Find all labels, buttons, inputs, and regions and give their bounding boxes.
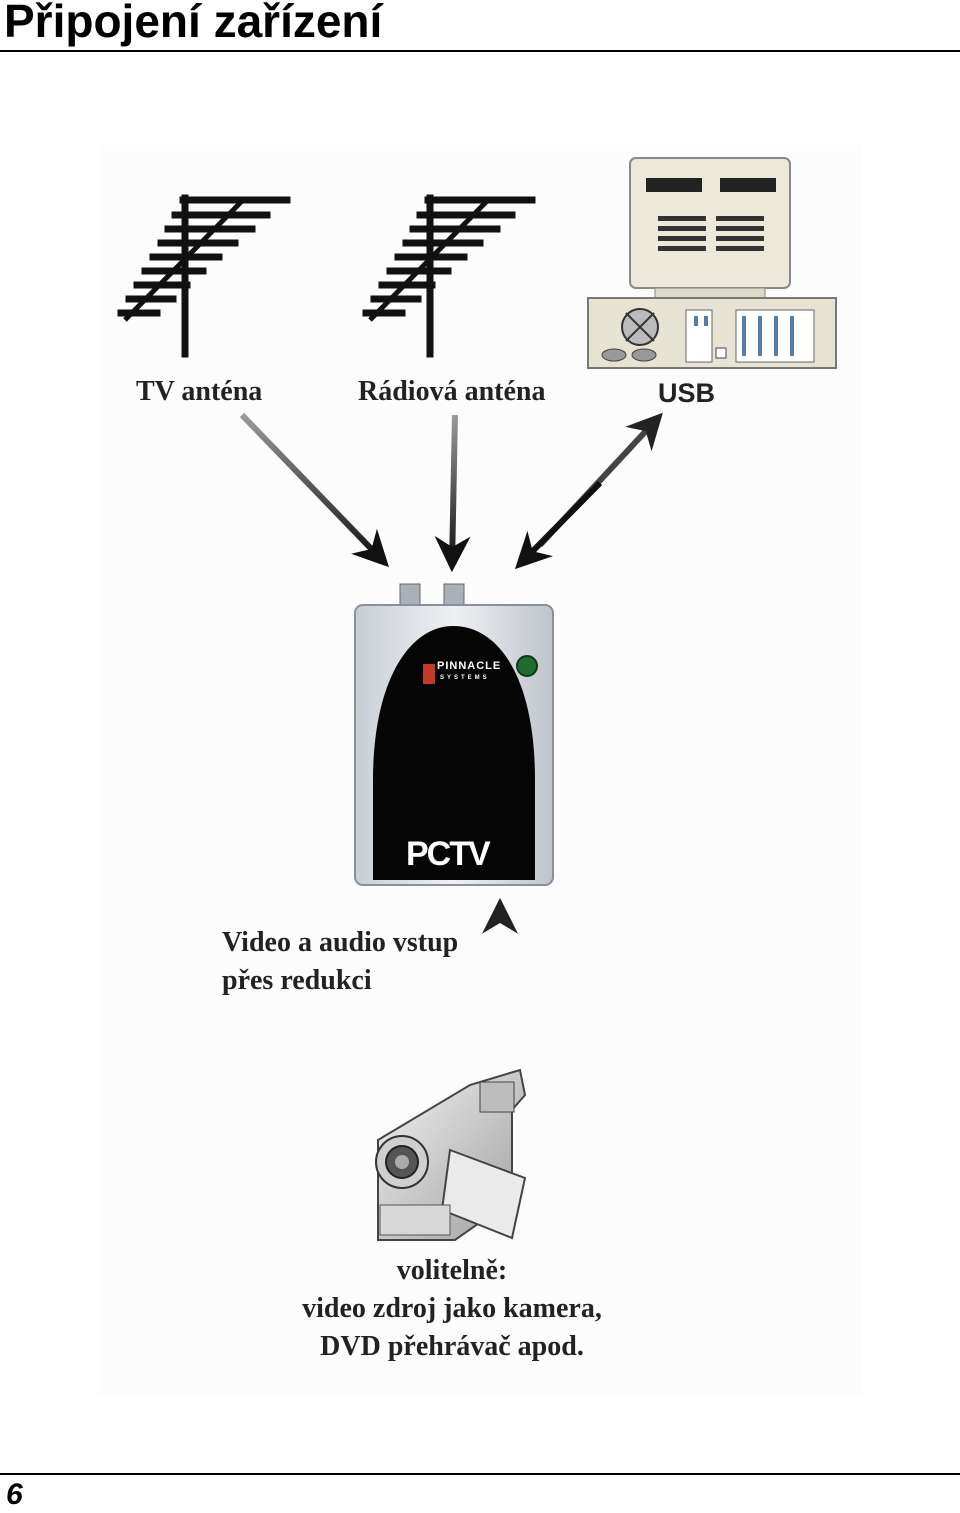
radio-antenna-icon <box>362 194 536 358</box>
device-brand-sub: SYSTEMS <box>440 675 490 681</box>
tv-antenna-label: TV anténa <box>136 376 263 407</box>
page-title: Připojení zařízení <box>4 0 383 47</box>
arrow-radio-to-device <box>434 414 471 573</box>
footer-rule <box>0 1473 960 1475</box>
usb-label: USB <box>658 378 716 408</box>
video-input-label: Video a audio vstup přes redukci <box>222 924 502 1000</box>
optional-line-1: volitelně: <box>396 1255 508 1286</box>
computer-icon <box>587 157 837 369</box>
header-rule <box>0 50 960 52</box>
tv-antenna-icon <box>117 194 291 358</box>
arrow-usb-bidirectional <box>514 412 663 570</box>
optional-sources-label: volitelně: video zdroj jako kamera, DVD … <box>252 1252 652 1366</box>
optional-line-2: video zdroj jako kamera, <box>302 1293 602 1324</box>
radio-antenna-label: Rádiová anténa <box>358 376 546 407</box>
optional-line-3: DVD přehrávač apod. <box>320 1331 584 1362</box>
video-input-line-1: Video a audio vstup <box>222 927 459 958</box>
pctv-device-icon <box>354 583 554 886</box>
arrow-tv-to-device <box>239 412 390 568</box>
video-input-line-2: přes redukci <box>222 965 372 996</box>
page-number: 6 <box>6 1478 23 1511</box>
camcorder-icon <box>375 1068 527 1241</box>
device-model: PCTV <box>406 835 491 873</box>
device-brand: PINNACLE <box>437 660 502 672</box>
